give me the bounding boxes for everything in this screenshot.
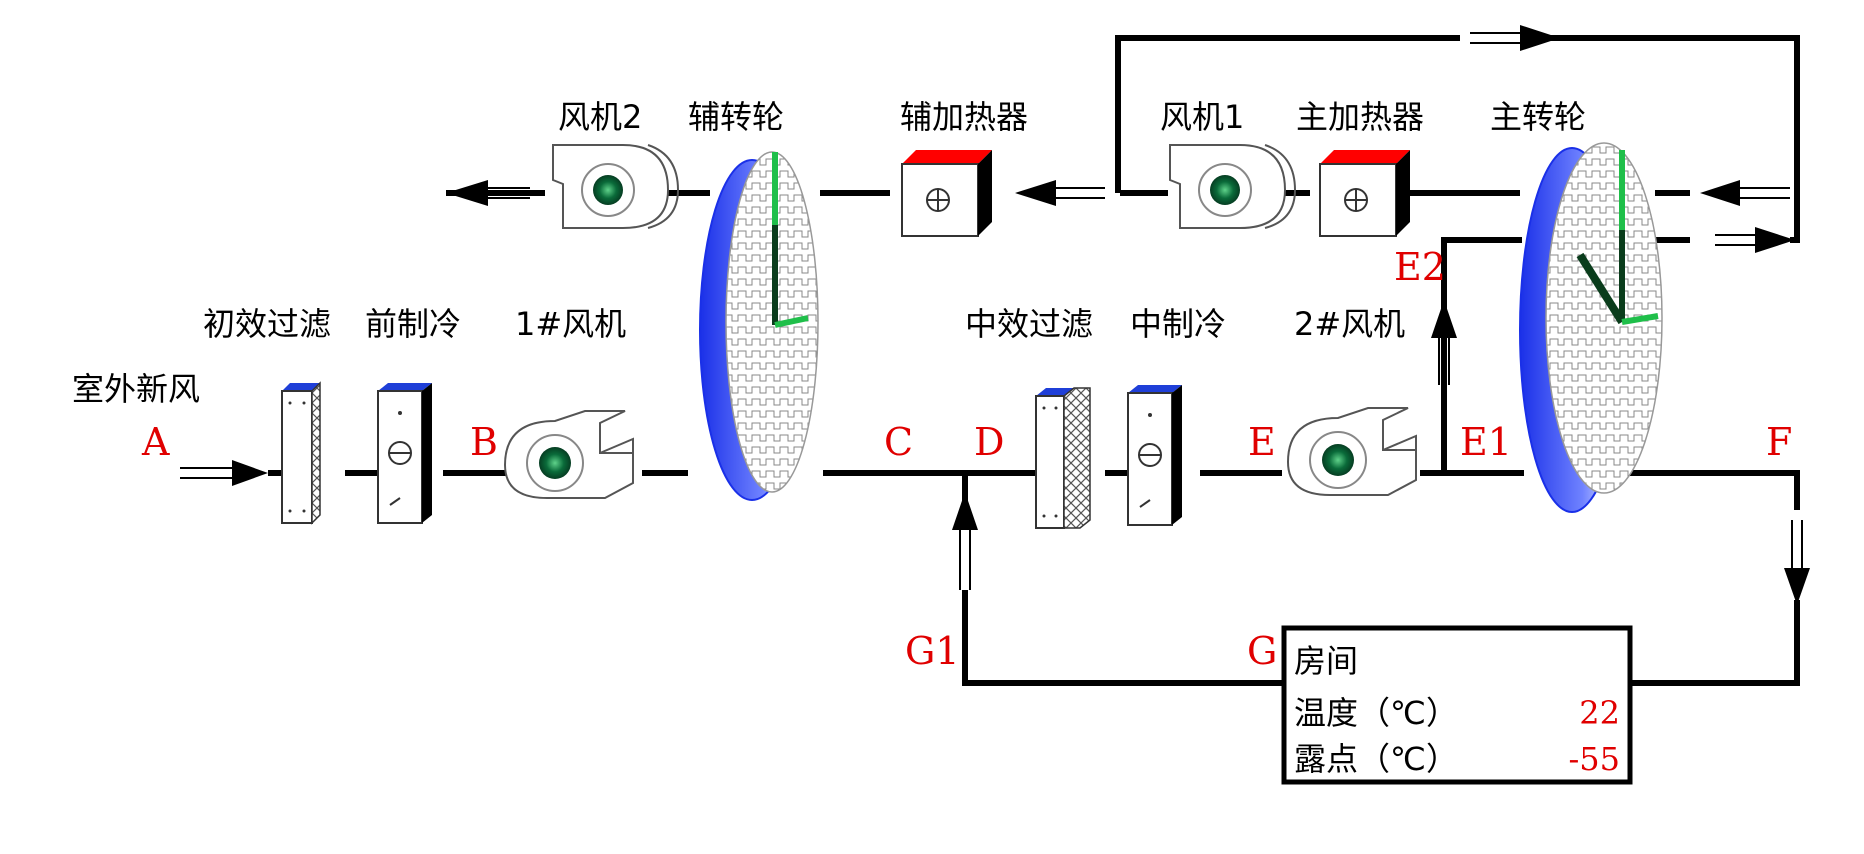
mid-filter: [1035, 387, 1091, 529]
fan-2h-icon: [1287, 407, 1417, 496]
primary-filter: [281, 381, 321, 525]
mid-filter-label: 中效过滤: [965, 305, 1093, 343]
arrow-left-icon: [1700, 180, 1790, 206]
point-a: A: [141, 420, 170, 464]
fan-1h-label: 1#风机: [515, 305, 626, 343]
fan-1h-icon: [504, 410, 634, 499]
aux-heater-label: 辅加热器: [900, 98, 1028, 136]
point-e1: E1: [1460, 420, 1512, 464]
aux-rotary-wheel: [699, 151, 819, 501]
aux-wheel-label: 辅转轮: [688, 98, 784, 136]
arrow-right-icon: [180, 460, 268, 486]
duct-segment: [962, 590, 1282, 686]
main-heater: [1319, 150, 1410, 237]
room-temp-value: 22: [1579, 694, 1620, 732]
arrow-left-icon: [1015, 180, 1105, 206]
mid-cooling-label: 中制冷: [1130, 305, 1226, 343]
point-g1: G1: [905, 629, 960, 673]
equipment-labels: 室外新风 初效过滤 前制冷 1#风机 风机2 辅转轮 辅加热器 风机1 主加热器…: [72, 98, 1586, 408]
fan-1-icon: [1169, 144, 1296, 229]
room-dew-label: 露点（℃）: [1294, 740, 1458, 778]
point-e2: E2: [1394, 245, 1446, 289]
point-g: G: [1247, 629, 1277, 673]
aux-heater: [901, 150, 992, 237]
primary-filter-label: 初效过滤: [203, 305, 331, 343]
fan1-label: 风机1: [1160, 98, 1244, 136]
fan-2h-label: 2#风机: [1294, 305, 1405, 343]
outdoor-air-label: 室外新风: [72, 370, 200, 408]
point-e: E: [1248, 420, 1276, 464]
room-box: 房间 温度（℃） 22 露点（℃） -55: [1281, 625, 1633, 785]
arrow-down-icon: [1784, 520, 1810, 605]
arrow-up-icon: [1431, 300, 1457, 385]
duct-segment: [1630, 600, 1800, 686]
main-heater-label: 主加热器: [1296, 98, 1424, 136]
point-labels: A B C D E E1 E2 F G G1: [141, 245, 1792, 673]
duct-segment: [1115, 35, 1460, 193]
arrow-right-icon: [1470, 25, 1560, 51]
main-rotary-wheel: [1519, 142, 1663, 513]
duct-segment: [1441, 237, 1522, 473]
arrow-left-icon: [446, 180, 530, 206]
point-f: F: [1766, 420, 1792, 464]
pre-cooling-label: 前制冷: [365, 305, 461, 343]
room-title: 房间: [1294, 642, 1358, 680]
fan-2-icon: [552, 144, 679, 229]
mid-cooling-coil: [1127, 385, 1182, 526]
room-dew-value: -55: [1568, 740, 1620, 778]
point-c: C: [884, 420, 913, 464]
point-b: B: [470, 420, 498, 464]
flow-arrows: [180, 25, 1810, 605]
room-temp-label: 温度（℃）: [1294, 694, 1458, 732]
arrow-right-icon: [1715, 227, 1795, 253]
pre-cooling-coil: [377, 383, 432, 524]
fan2-label: 风机2: [558, 98, 642, 136]
duct-segment: [1630, 470, 1800, 510]
point-d: D: [974, 420, 1004, 464]
arrow-up-icon: [952, 492, 978, 590]
duct-lines: [268, 35, 1800, 686]
main-wheel-label: 主转轮: [1490, 98, 1586, 136]
